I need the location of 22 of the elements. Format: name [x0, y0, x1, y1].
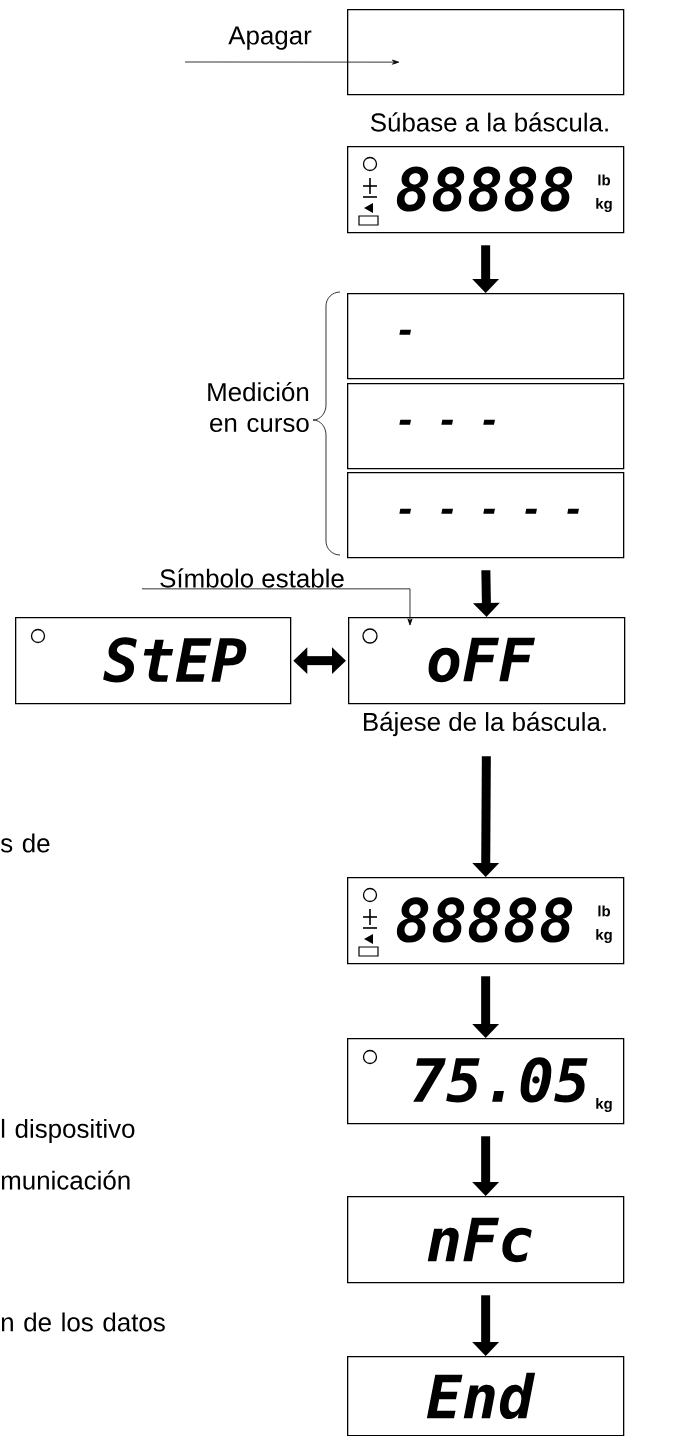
note-text: l dispositivo — [1, 1118, 135, 1144]
edge-label: Apagar — [227, 25, 313, 51]
note-text: n de los datos — [1, 1312, 165, 1332]
lcd-display: 88888 lb kg — [347, 877, 625, 965]
note-text: municación — [1, 1170, 130, 1190]
lcd-display: StEP — [15, 617, 292, 705]
note-text: s de — [0, 833, 50, 853]
lcd-display: - — [347, 293, 625, 380]
lcd-display: End — [347, 1356, 625, 1436]
leader-line — [141, 588, 413, 626]
display-box — [347, 9, 625, 96]
lcd-display: - - - — [347, 383, 625, 470]
lcd-display: - - - - - — [347, 472, 625, 559]
lcd-display: 88888 lb kg — [347, 146, 625, 234]
arrow — [184, 59, 400, 65]
note-text: Medición en curso — [208, 381, 309, 433]
instruction-text: Súbase a la báscula. — [370, 112, 608, 132]
lcd-display: nFc — [347, 1196, 625, 1284]
callout-text: Símbolo estable — [160, 568, 344, 588]
instruction-text: Bájese de la báscula. — [364, 711, 606, 737]
stability-symbol — [362, 628, 378, 644]
lcd-display: oFF — [348, 617, 626, 705]
